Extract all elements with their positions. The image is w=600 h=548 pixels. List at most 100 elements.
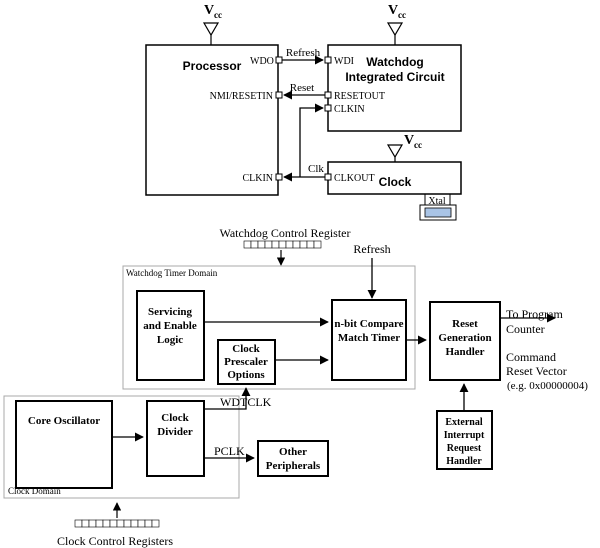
register-cell xyxy=(95,519,104,528)
register-cell xyxy=(102,519,111,528)
ext-int-line1: External xyxy=(445,417,482,428)
vcc-label: V xyxy=(404,133,414,148)
reset-gen-line3: Handler xyxy=(445,346,484,358)
register-cell xyxy=(243,240,252,249)
register-cells xyxy=(74,519,160,528)
watchdog-timer-domain: Watchdog Timer Domain xyxy=(122,265,416,390)
clock-domain: Clock Domain xyxy=(3,395,240,499)
reset-gen-line2: Generation xyxy=(438,332,491,344)
to-program-line2: Counter xyxy=(506,322,545,336)
processor-title: Processor xyxy=(183,59,242,73)
vcc-symbol-watchdog: V cc xyxy=(386,3,406,45)
watchdog-ic-block: Watchdog Integrated Circuit WDI RESETOUT… xyxy=(324,44,462,132)
wdtclk-label: WDTCLK xyxy=(220,395,272,409)
xtal-label: Xtal xyxy=(428,196,445,207)
vcc-symbol-processor: V cc xyxy=(202,3,222,45)
prescaler-line2: Prescaler xyxy=(224,356,268,368)
vcc-sub-label: cc xyxy=(398,10,406,20)
vcc-symbol-clock: V cc xyxy=(386,133,422,162)
register-cell xyxy=(250,240,259,249)
clk-label: Clk xyxy=(308,163,324,175)
pin-resetout: RESETOUT xyxy=(334,91,385,102)
pin-clkout: CLKOUT xyxy=(334,173,375,184)
clock-title: Clock xyxy=(379,175,412,189)
register-cell xyxy=(88,519,97,528)
command-line3: (e.g. 0x00000004) xyxy=(507,380,588,392)
register-cell xyxy=(144,519,153,528)
clock-divider-line2: Divider xyxy=(157,426,193,438)
register-cell xyxy=(278,240,287,249)
pclk-label: PCLK xyxy=(214,444,245,458)
vcc-label: V xyxy=(388,3,398,18)
register-cell xyxy=(271,240,280,249)
reset-signal: Reset xyxy=(283,82,325,100)
refresh-label: Refresh xyxy=(286,47,321,59)
program-counter-output: To Program Counter Command Reset Vector … xyxy=(500,307,588,392)
register-cell xyxy=(151,519,160,528)
clock-divider-block: Clock Divider xyxy=(146,400,205,477)
register-cell xyxy=(137,519,146,528)
register-cell xyxy=(81,519,90,528)
compare-match-timer-block: n-bit Compare Match Timer xyxy=(331,299,407,381)
register-cell xyxy=(74,519,83,528)
watchdog-control-register: Watchdog Control Register xyxy=(219,226,351,266)
to-program-line1: To Program xyxy=(506,307,563,321)
pin-wdo: WDO xyxy=(250,56,274,67)
reset-gen-line1: Reset xyxy=(452,318,478,330)
command-line1: Command xyxy=(506,350,556,364)
core-oscillator-label: Core Oscillator xyxy=(28,415,100,427)
refresh-input: Refresh xyxy=(353,242,391,299)
vcc-sub-label: cc xyxy=(414,140,422,150)
register-cell xyxy=(257,240,266,249)
servicing-line2: and Enable xyxy=(143,320,197,332)
core-oscillator-block: Core Oscillator xyxy=(15,400,113,489)
register-cell xyxy=(292,240,301,249)
ext-int-line2: Interrupt xyxy=(444,430,485,441)
ext-int-line4: Handler xyxy=(446,456,482,467)
other-peripherals-block: Other Peripherals xyxy=(257,440,329,477)
register-cells xyxy=(243,240,322,249)
clock-divider-line1: Clock xyxy=(161,412,189,424)
watchdog-title-line1: Watchdog xyxy=(366,55,424,69)
register-cell xyxy=(130,519,139,528)
register-cell xyxy=(285,240,294,249)
servicing-line1: Servicing xyxy=(148,306,192,318)
register-cell xyxy=(299,240,308,249)
register-cell xyxy=(116,519,125,528)
bottom-connections: WDTCLK PCLK xyxy=(112,317,469,463)
vcc-label: V xyxy=(204,3,214,18)
external-interrupt-handler-block: External Interrupt Request Handler xyxy=(436,410,493,470)
servicing-enable-logic-block: Servicing and Enable Logic xyxy=(136,290,205,381)
watchdog-timer-domain-label: Watchdog Timer Domain xyxy=(126,268,218,278)
reset-generation-handler-block: Reset Generation Handler xyxy=(429,301,501,381)
vcc-sub-label: cc xyxy=(214,10,222,20)
refresh-signal: Refresh xyxy=(282,47,324,65)
processor-block: Processor WDO NMI/RESETIN CLKIN xyxy=(145,44,283,196)
register-cell xyxy=(306,240,315,249)
other-line2: Peripherals xyxy=(266,460,321,472)
clock-control-registers: Clock Control Registers xyxy=(57,502,173,548)
register-cell xyxy=(313,240,322,249)
compare-line2: Match Timer xyxy=(338,332,400,344)
command-line2: Reset Vector xyxy=(506,364,567,378)
pin-nmi-resetin: NMI/RESETIN xyxy=(210,91,273,102)
register-cell xyxy=(123,519,132,528)
pin-clkin-processor: CLKIN xyxy=(242,173,273,184)
watchdog-title-line2: Integrated Circuit xyxy=(345,70,444,84)
watchdog-control-register-label: Watchdog Control Register xyxy=(219,226,350,240)
xtal-crystal: Xtal xyxy=(419,194,457,221)
clock-control-registers-label: Clock Control Registers xyxy=(57,534,173,548)
clock-prescaler-options-block: Clock Prescaler Options xyxy=(217,339,276,385)
prescaler-line1: Clock xyxy=(232,343,260,355)
clock-block: Clock CLKOUT xyxy=(324,161,462,195)
compare-line1: n-bit Compare xyxy=(334,318,403,330)
pin-wdi: WDI xyxy=(334,56,354,67)
pin-clkin-watchdog: CLKIN xyxy=(334,104,365,115)
register-cell xyxy=(264,240,273,249)
reset-label: Reset xyxy=(290,82,314,94)
prescaler-line3: Options xyxy=(227,369,265,381)
clock-domain-label: Clock Domain xyxy=(8,486,61,496)
refresh-input-label: Refresh xyxy=(353,242,390,256)
ext-int-line3: Request xyxy=(447,443,482,454)
